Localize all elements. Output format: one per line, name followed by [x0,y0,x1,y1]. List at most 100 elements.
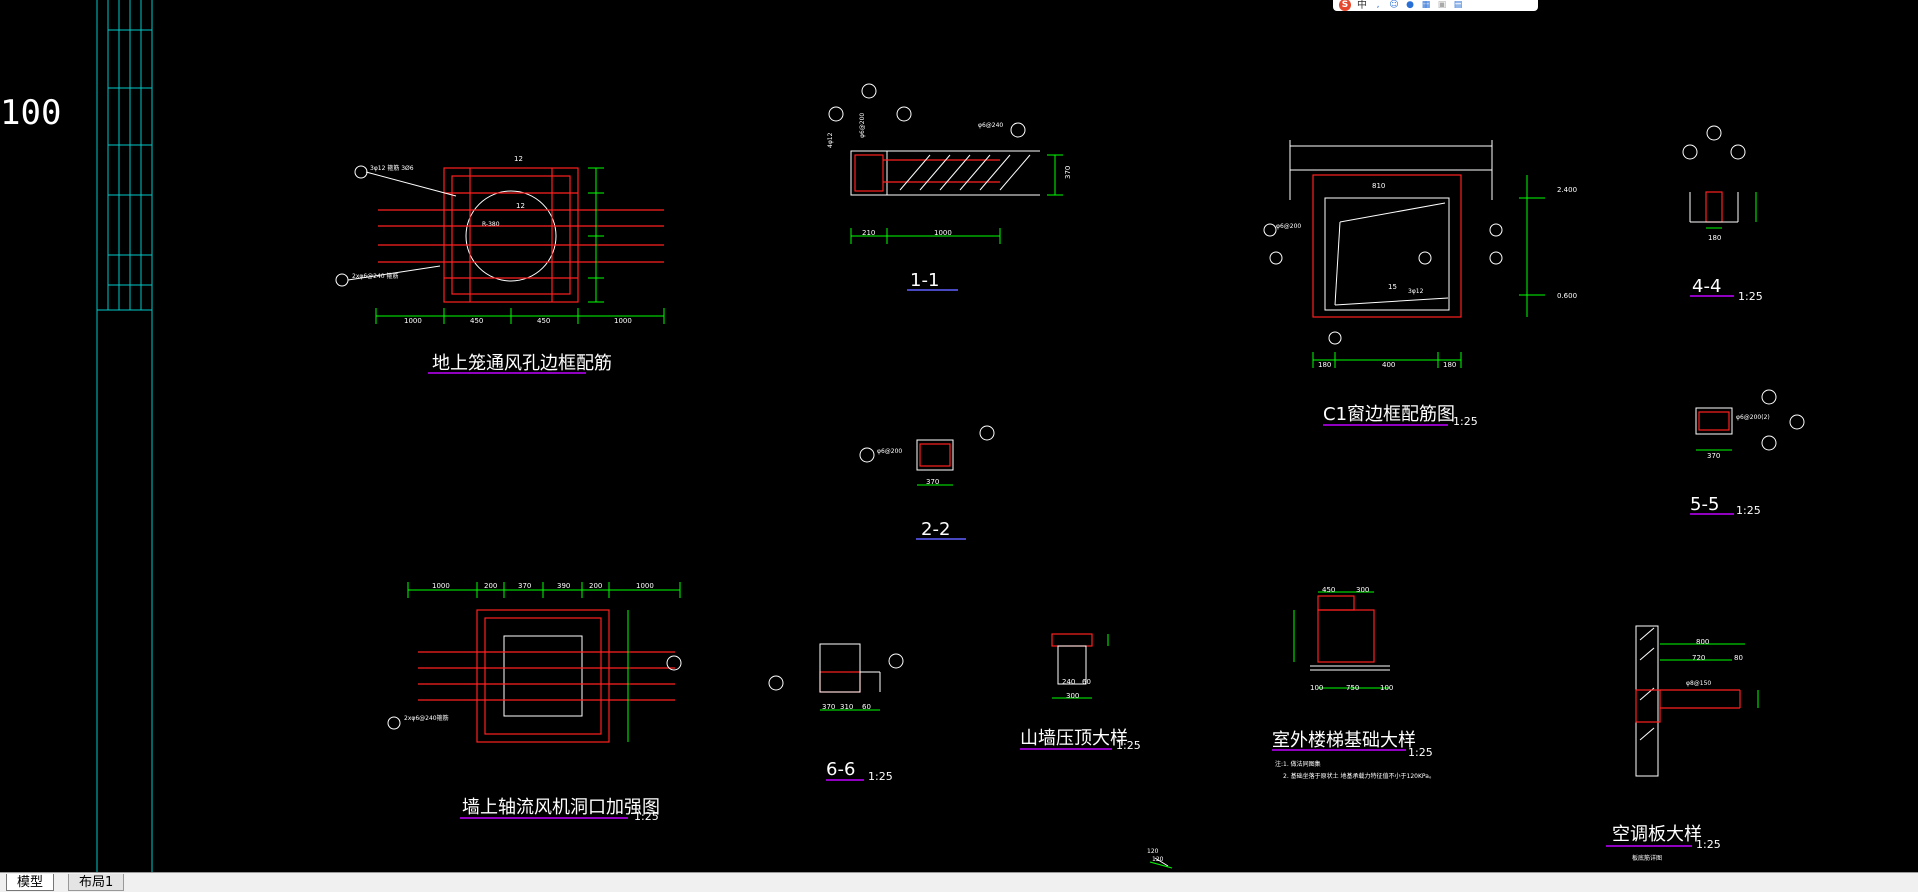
stair-note-2: 2. 基础坐落于原状土 地基承载力特征值不小于120KPa。 [1283,772,1435,780]
cad-drawing-svg[interactable]: 100 [0,0,1918,872]
tab-model[interactable]: 模型 [6,874,55,891]
ime-logo-icon[interactable]: S [1339,0,1351,11]
vent-rebar-b: 2xφ6@240 箍筋 [352,272,399,280]
gable-title: 山墙压顶大样 [1020,728,1128,749]
voice-icon[interactable]: ● [1406,0,1414,10]
stair-dim-4: 750 [1346,684,1359,692]
sec66-dim-1: 370 [822,703,835,711]
vent-label-mid: 12 [516,202,525,210]
sec66-dim-2: 310 [840,703,853,711]
skin-icon[interactable]: ▣ [1437,0,1447,10]
gable-coping-drawing [1020,633,1112,750]
fan-dim-2: 200 [484,582,497,590]
fan-dim-6: 1000 [636,582,654,590]
section-11-title: 1-1 [910,270,939,291]
fan-opening-drawing [387,582,682,819]
c1-dim-2: 400 [1382,361,1395,369]
stair-title: 室外楼梯基础大样 [1272,730,1416,751]
ac-dim-2: 720 [1692,654,1705,662]
stair-foundation-drawing [1272,591,1406,751]
vent-label-top: 12 [514,155,523,163]
sec11-rebar-b: φ6@200 [859,113,866,138]
c1-elev-a: 2.400 [1557,186,1577,194]
vent-radius: R-380 [482,221,500,228]
c1-top-dim: 810 [1372,182,1385,190]
section-55-title: 5-5 [1690,494,1719,515]
sec55-rebar: φ6@200(2) [1736,414,1770,421]
vent-dim-3: 450 [537,317,550,325]
tab-layout1[interactable]: 布局1 [68,874,125,891]
sec66-dim-3: 60 [862,703,871,711]
sec11-rebar-a: 4φ12 [827,132,834,148]
sec11-dim-2: 1000 [934,229,952,237]
c1-rebar-b: 3φ12 [1408,288,1424,295]
fan-dim-3: 370 [518,582,531,590]
section-66-drawing [768,643,904,781]
section-22-title: 2-2 [921,519,950,540]
drawing-canvas[interactable]: 100 [0,0,1918,872]
section-55-scale: 1:25 [1736,504,1761,517]
gable-dim-3: 300 [1066,692,1079,700]
c1-rebar-a: φ6@200 [1276,223,1301,230]
sec11-height: 370 [1064,166,1072,179]
ac-title: 空调板大样 [1612,824,1702,845]
fan-scale: 1:25 [634,810,659,823]
fan-title: 墙上轴流风机洞口加强图 [462,797,660,818]
fan-dim-4: 390 [557,582,570,590]
bottom-mark-b: 120 [1152,856,1164,863]
section-22-drawing [859,425,995,540]
stair-dim-3: 100 [1310,684,1323,692]
tools-icon[interactable]: ▤ [1453,0,1463,10]
section-44-drawing [1682,125,1757,297]
fan-dim-1: 1000 [432,582,450,590]
ac-slab-drawing [1606,625,1759,847]
gable-dim-2: 60 [1082,678,1091,686]
sec22-rebar: φ6@200 [877,448,902,455]
ime-lang-toggle[interactable]: 中 [1357,0,1367,11]
section-66-title: 6-6 [826,759,855,780]
section-44-scale: 1:25 [1738,290,1763,303]
ac-scale: 1:25 [1696,838,1721,851]
ac-rebar: φ8@150 [1686,680,1711,687]
title-block-frame [96,0,153,872]
emoji-icon[interactable]: ☺ [1389,0,1399,10]
c1-title: C1窗边框配筋图 [1323,404,1455,425]
vent-frame-title: 地上笼通风孔边框配筋 [432,353,612,374]
sec22-dim: 370 [926,478,939,486]
section-11-drawing [828,83,1063,291]
fan-rebar: 2xφ6@240箍筋 [404,714,449,722]
ac-subtitle: 板底筋详图 [1632,854,1662,862]
vent-dim-4: 1000 [614,317,632,325]
c1-window-drawing [1263,140,1545,426]
ime-toolbar[interactable]: S 中 , ☺ ● ▦ ▣ ▤ [1333,0,1538,11]
coordinate-marker [1149,857,1173,869]
left-scale-text: 100 [0,93,61,133]
stair-dim-1: 450 [1322,586,1335,594]
c1-dim-3: 180 [1443,361,1456,369]
section-55-drawing [1690,389,1805,515]
fan-dim-5: 200 [589,582,602,590]
gable-scale: 1:25 [1116,739,1141,752]
sec11-rebar-c: φ6@240 [978,122,1003,129]
punctuation-icon[interactable]: , [1376,0,1380,10]
sec11-dim-1: 210 [862,229,875,237]
c1-dim-1: 180 [1318,361,1331,369]
section-44-title: 4-4 [1692,276,1721,297]
c1-label-15: 15 [1388,283,1397,291]
ac-dim-1: 800 [1696,638,1709,646]
stair-dim-5: 100 [1380,684,1393,692]
c1-scale: 1:25 [1453,415,1478,428]
ac-dim-3: 80 [1734,654,1743,662]
gable-dim-1: 240 [1062,678,1075,686]
vent-dim-2: 450 [470,317,483,325]
bottom-mark-a: 120 [1147,848,1159,855]
keyboard-icon[interactable]: ▦ [1421,0,1431,10]
layout-tab-bar: 模型 布局1 [0,872,1918,892]
c1-elev-b: 0.600 [1557,292,1577,300]
sec44-dim: 180 [1708,234,1721,242]
section-66-scale: 1:25 [868,770,893,783]
vent-frame-drawing [335,165,665,374]
stair-note-1: 注:1. 做法同图集 [1275,760,1321,768]
vent-dim-1: 1000 [404,317,422,325]
